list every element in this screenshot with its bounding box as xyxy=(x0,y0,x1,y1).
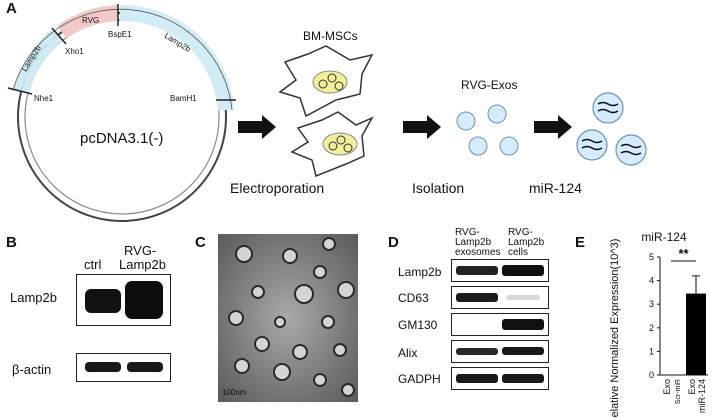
chart-ytick-label: 3 xyxy=(649,299,654,309)
site-tick-xho1 xyxy=(51,27,67,45)
blot-d-col1-line2: Lamp2b xyxy=(455,237,492,248)
blot-d-row-gadph: GADPH xyxy=(398,372,441,386)
chart-title: miR-124 xyxy=(641,230,687,244)
blot-d-row-gm130: GM130 xyxy=(398,318,438,332)
loaded-exo-3 xyxy=(615,134,647,166)
blot-d-col2-line3: cells xyxy=(508,247,529,258)
blot-b-actin-box xyxy=(76,353,171,382)
band-d-gadph-cell xyxy=(502,374,544,383)
band-d-lamp2b-cell xyxy=(502,265,544,276)
exo-1 xyxy=(456,111,476,131)
plasmid-map xyxy=(7,4,647,222)
loaded-exo-1 xyxy=(592,92,624,124)
blot-d-alix-box xyxy=(451,340,549,363)
blot-b-lamp2b-box xyxy=(76,274,171,326)
chart-xtick-label-line1: Exo xyxy=(687,379,697,395)
chart-ytick-label: 1 xyxy=(649,346,654,356)
blot-b-row-lamp2b: Lamp2b xyxy=(10,290,57,305)
blot-d-row-cd63: CD63 xyxy=(398,291,429,305)
chart-ytick-label: 5 xyxy=(649,252,654,262)
cells-label: BM-MSCs xyxy=(303,29,358,43)
chart-xtick-label-line2: miR-124 xyxy=(697,379,707,413)
blot-d-lamp2b-box xyxy=(451,259,549,282)
site-tick-nhe1 xyxy=(7,87,33,95)
blot-d-col2-line1: RVG- xyxy=(508,227,533,238)
segment-lamp2b-right xyxy=(119,4,234,111)
band-d-alix-cell xyxy=(502,347,544,355)
step-isolation: Isolation xyxy=(412,180,465,196)
arrow-2 xyxy=(403,115,441,139)
band-d-gm130-cell xyxy=(502,319,544,330)
chart-xtick-label-line2: Scr-miR xyxy=(675,379,682,404)
step-electroporation: Electroporation xyxy=(230,180,325,196)
site-label-bamh1: BamH1 xyxy=(170,94,197,103)
exo-2 xyxy=(487,104,507,124)
chart-ytick-label: 2 xyxy=(649,323,654,333)
blot-d-gm130-box xyxy=(451,313,549,336)
band-b-actin-ctrl xyxy=(85,362,121,372)
exo-4 xyxy=(499,136,519,156)
blot-d-col2-line2: Lamp2b xyxy=(508,237,545,248)
band-d-gadph-exo xyxy=(456,374,498,383)
panel-b-letter: B xyxy=(6,234,17,251)
blot-d-row-alix: Alix xyxy=(398,346,418,360)
tem-scale-bar: 100nm xyxy=(222,388,247,397)
tem-image xyxy=(218,234,358,402)
chart-bar xyxy=(686,293,706,375)
blot-d-cd63-box xyxy=(451,286,549,309)
blot-b-row-actin: β-actin xyxy=(12,362,52,377)
blot-b-col-rvg-line1: RVG- xyxy=(124,243,157,258)
loaded-exo-2 xyxy=(576,129,608,161)
segment-rvg xyxy=(57,5,119,39)
chart-xtick-label-line1: Exo xyxy=(662,379,672,395)
chart-significance-label: ** xyxy=(678,246,689,261)
chart-ytick-label: 0 xyxy=(649,370,654,380)
panel-c-letter: C xyxy=(195,234,206,251)
arrow-1 xyxy=(238,115,276,139)
exo-3 xyxy=(468,136,488,156)
blot-d-col1-line1: RVG- xyxy=(455,227,480,238)
band-d-cd63-cell xyxy=(506,295,540,300)
panel-d-letter: D xyxy=(388,234,399,251)
site-label-bspe1: BspE1 xyxy=(108,30,132,39)
blot-d-gadph-box xyxy=(451,367,549,390)
blot-b-col-rvg-line2: Lamp2b xyxy=(119,257,166,272)
band-d-alix-exo xyxy=(456,348,498,355)
blot-d-row-lamp2b: Lamp2b xyxy=(398,265,442,279)
site-label-xho1: Xho1 xyxy=(65,47,84,56)
band-b-actin-rvg xyxy=(127,362,163,372)
arrow-3 xyxy=(534,115,572,139)
blot-d-col1-line3: exosomes xyxy=(455,247,501,258)
chart-e: miR-124 Relative Normalized Expression(1… xyxy=(609,230,708,418)
site-label-nhe1: Nhe1 xyxy=(34,94,54,103)
band-b-ctrl xyxy=(85,289,121,313)
band-d-lamp2b-exo xyxy=(456,266,498,275)
band-b-rvg xyxy=(125,281,163,319)
chart-ytick-label: 4 xyxy=(649,276,654,286)
blot-b-col-ctrl: ctrl xyxy=(84,257,102,272)
chart-ylabel: Relative Normalized Expression(10^3) xyxy=(609,239,621,418)
segment-lamp2b-left xyxy=(13,28,64,95)
panel-a-letter: A xyxy=(6,0,17,17)
step-mir: miR-124 xyxy=(529,180,582,196)
band-d-cd63-exo xyxy=(456,293,498,302)
panel-e-letter: E xyxy=(575,234,586,251)
segment-label-rvg: RVG xyxy=(82,16,100,25)
exos-label: RVG-Exos xyxy=(461,78,518,92)
plasmid-name: pcDNA3.1(-) xyxy=(80,130,164,147)
